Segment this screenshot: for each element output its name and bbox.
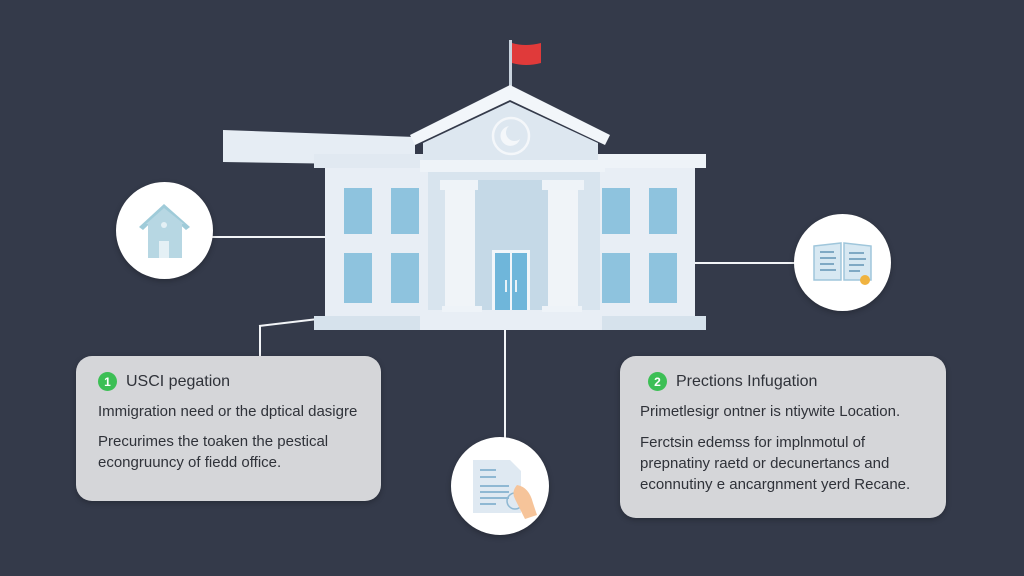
card-1-header: 1 USCI pegation	[98, 372, 230, 391]
crescent-seal-icon	[500, 126, 520, 146]
card-1-body-line-2: econgruuncy of fiedd office.	[98, 454, 282, 471]
info-card-2: 2 Prections Infugation Primetlesigr ontn…	[620, 356, 946, 518]
connector-left	[212, 236, 327, 238]
flag-icon	[509, 40, 541, 86]
connector-right	[695, 262, 797, 264]
card-2-body-line-3: econnutiny e ancargnment yerd Recane.	[640, 476, 911, 493]
node-house[interactable]	[116, 182, 213, 279]
info-card-1: 1 USCI pegation Immigration need or the …	[76, 356, 381, 501]
card-2-subtitle: Primetlesigr ontner is ntiywite Location…	[640, 403, 901, 420]
card-2-body-line-1: Ferctsin edemss for implnmotul of	[640, 434, 866, 451]
connector-card1-v	[259, 325, 261, 358]
card-2-body-line-2: prepnatiny raetd or decunertancs and	[640, 455, 890, 472]
node-document[interactable]	[451, 437, 549, 535]
connector-bottom	[504, 330, 506, 440]
card-1-title: USCI pegation	[126, 372, 231, 390]
card-2-title: Prections Infugation	[676, 372, 818, 390]
card-2-header: 2 Prections Infugation	[648, 372, 817, 391]
government-building-illustration	[223, 40, 706, 330]
step-badge-2: 2	[648, 372, 667, 391]
card-1-body-line-1: Precurimes the toaken the pestical	[98, 433, 329, 450]
connector-card1-diag	[258, 318, 319, 327]
document-signing-icon	[473, 460, 537, 519]
step-badge-1: 1	[98, 372, 117, 391]
house-icon	[139, 204, 190, 258]
node-book[interactable]	[794, 214, 891, 311]
open-book-icon	[813, 242, 872, 285]
card-1-subtitle: Immigration need or the dptical dasigre	[98, 403, 358, 420]
